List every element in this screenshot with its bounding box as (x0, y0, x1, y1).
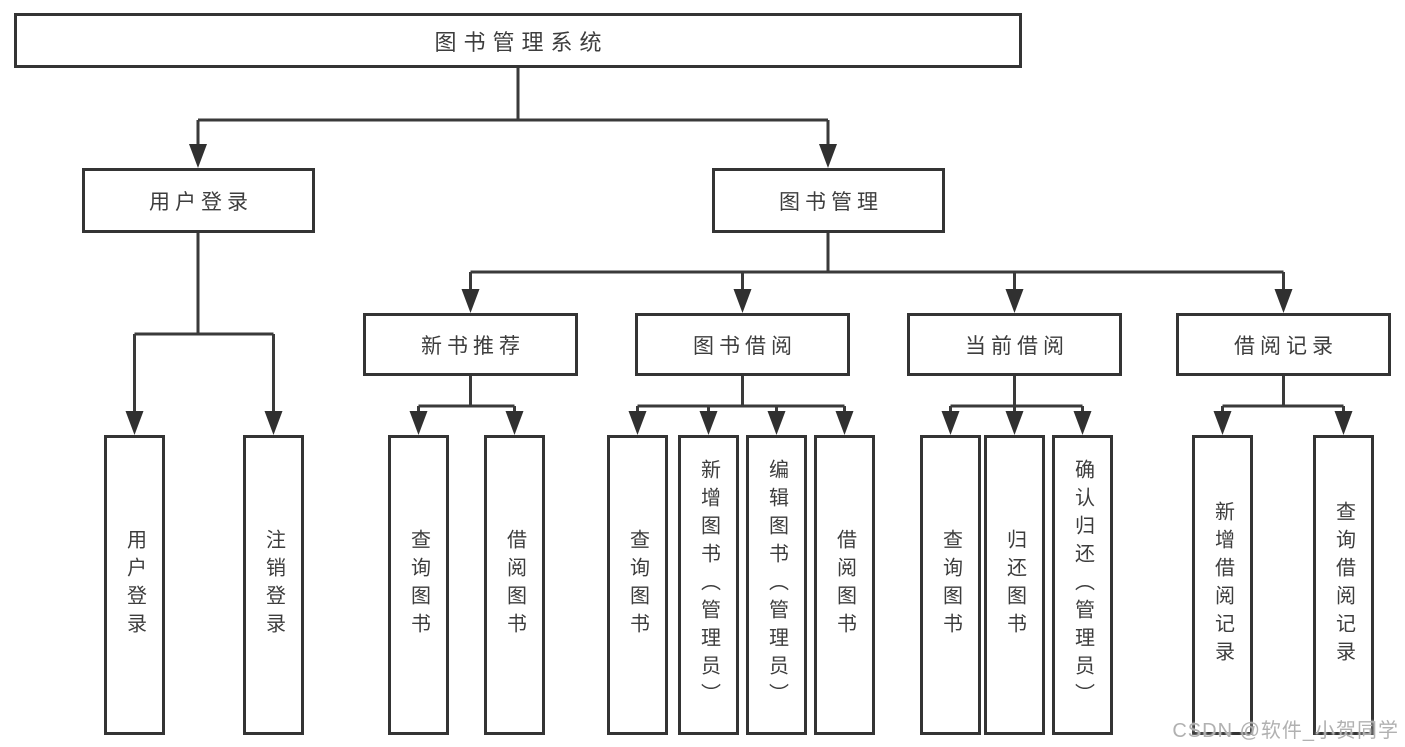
leaf-user-login: 用户登录 (104, 435, 165, 735)
node-current-borrow: 当前借阅 (907, 313, 1122, 376)
node-label: 查询图书 (626, 529, 649, 641)
leaf-add-books-admin: 新增图书（管理员） (678, 435, 739, 735)
node-book-borrow: 图书借阅 (635, 313, 850, 376)
node-library-system: 图书管理系统 (14, 13, 1022, 68)
leaf-query-books-borrow: 查询图书 (607, 435, 668, 735)
node-label: 查询图书 (407, 529, 430, 641)
leaf-query-books-recommend: 查询图书 (388, 435, 449, 735)
leaf-return-books: 归还图书 (984, 435, 1045, 735)
connector-arrowheads (125, 144, 1353, 435)
node-label: 查询借阅记录 (1332, 501, 1355, 669)
node-label: 新增图书（管理员） (697, 459, 720, 711)
node-book-management: 图书管理 (712, 168, 945, 233)
node-label: 编辑图书（管理员） (765, 459, 788, 711)
watermark: CSDN @软件_小贺同学 (1172, 720, 1399, 742)
node-label: 新书推荐 (421, 334, 525, 358)
node-label: 图书管理系统 (434, 29, 609, 55)
leaf-edit-books-admin: 编辑图书（管理员） (746, 435, 807, 735)
node-label: 当前借阅 (965, 334, 1069, 358)
node-label: 借阅图书 (833, 529, 856, 641)
node-label: 图书管理 (779, 190, 883, 214)
node-label: 借阅图书 (503, 529, 526, 641)
node-label: 注销登录 (262, 529, 285, 641)
node-label: 用户登录 (149, 190, 253, 214)
leaf-add-borrow-record: 新增借阅记录 (1192, 435, 1253, 735)
node-label: 确认归还（管理员） (1071, 459, 1094, 711)
leaf-logout: 注销登录 (243, 435, 304, 735)
node-label: 借阅记录 (1234, 334, 1338, 358)
node-new-book-recommend: 新书推荐 (363, 313, 578, 376)
node-label: 图书借阅 (693, 334, 797, 358)
node-user-login: 用户登录 (82, 168, 315, 233)
leaf-query-books-current: 查询图书 (920, 435, 981, 735)
node-borrow-records: 借阅记录 (1176, 313, 1391, 376)
node-label: 查询图书 (939, 529, 962, 641)
leaf-borrow-books: 借阅图书 (814, 435, 875, 735)
node-label: 新增借阅记录 (1211, 501, 1234, 669)
node-label: 用户登录 (123, 529, 146, 641)
leaf-borrow-books-recommend: 借阅图书 (484, 435, 545, 735)
node-label: 归还图书 (1003, 529, 1026, 641)
leaf-query-borrow-record: 查询借阅记录 (1313, 435, 1374, 735)
leaf-confirm-return-admin: 确认归还（管理员） (1052, 435, 1113, 735)
